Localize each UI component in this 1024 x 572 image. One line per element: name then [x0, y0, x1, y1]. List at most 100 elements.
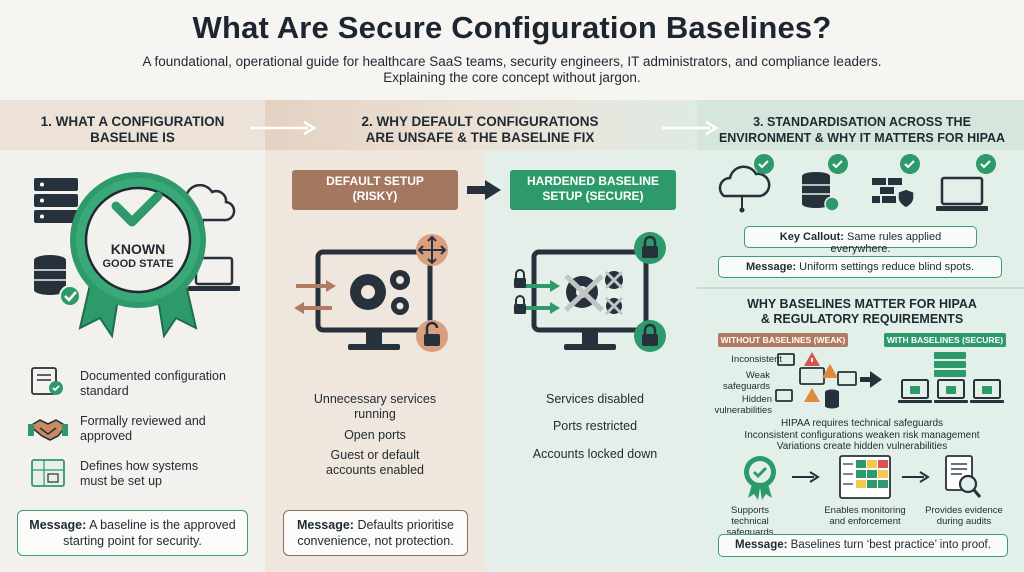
section-1-message: Message: A baseline is the approved star…: [17, 510, 248, 556]
open-network-icon: [416, 234, 448, 266]
list-item-line: Defines how systems: [80, 459, 199, 473]
section-3-title: 3. STANDARDISATION ACROSS THE ENVIRONMEN…: [712, 114, 1012, 146]
flow-step: Enables monitoring and enforcement: [822, 505, 908, 527]
badge-icon: [828, 154, 848, 174]
hardened-label-line: SETUP (SECURE): [542, 189, 644, 203]
list-item: Ports restricted: [552, 419, 638, 433]
monitor-icon: [775, 353, 857, 402]
message-text: Uniform settings reduce blind spots.: [796, 261, 975, 273]
badge-icon: [976, 154, 996, 174]
right-arrow-icon: [467, 180, 501, 200]
flow-step-line: Enables monitoring: [824, 505, 906, 516]
database-icon: [825, 389, 839, 409]
hipaa-point: HIPAA requires technical safeguards: [780, 418, 944, 429]
list-item: Services disabled: [546, 392, 644, 406]
hipaa-title-line: & REGULATORY REQUIREMENTS: [760, 312, 964, 326]
padlock-icon: [910, 386, 992, 394]
subtitle-line-1: A foundational, operational guide for he…: [142, 54, 882, 69]
badge-icon: [900, 154, 920, 174]
subtitle-line-2: Explaining the core concept without jarg…: [383, 70, 641, 85]
message-text: A baseline is the approved: [86, 518, 236, 532]
hipaa-title-line: WHY BASELINES MATTER FOR HIPAA: [747, 297, 977, 311]
section-1-title-line-2: BASELINE IS: [90, 130, 175, 145]
default-item-line: Guest or default: [330, 448, 420, 462]
list-item: Guest or default accounts enabled: [290, 448, 460, 478]
section-arrow-1-icon: [250, 120, 317, 136]
flow-step-line: during audits: [936, 516, 992, 527]
list-item: Formally reviewed and approved: [80, 414, 260, 444]
default-label-line: DEFAULT SETUP: [326, 174, 424, 188]
list-item: Accounts locked down: [532, 447, 658, 461]
message-label: Message:: [745, 261, 797, 273]
list-item-line: approved: [80, 429, 133, 443]
message-text: convenience, not protection.: [297, 534, 454, 548]
secure-environment-illustration: [898, 352, 1004, 403]
badge-icon: [754, 154, 774, 174]
flow-step-line: safeguards: [726, 527, 774, 538]
weak-label: Weak safeguards: [722, 370, 770, 392]
hardened-label-line: HARDENED BASELINE: [526, 174, 659, 188]
divider: [697, 287, 1024, 289]
hardened-setup-label: HARDENED BASELINE SETUP (SECURE): [510, 170, 676, 210]
message-text: Defaults prioritise: [353, 518, 455, 532]
weak-environment-illustration: [775, 352, 882, 409]
final-message: Message: Baselines turn ‘best practice’ …: [718, 534, 1008, 557]
server-rack-icon: [34, 178, 78, 223]
locked-padlock-icon: [634, 232, 666, 352]
weak-label: Hidden vulnerabilities: [714, 394, 772, 416]
monitor-icon: [315, 249, 433, 350]
default-label-line: (RISKY): [352, 189, 398, 203]
default-monitor-illustration: [294, 234, 448, 352]
laptop-icon: [936, 176, 988, 211]
hipaa-points: HIPAA requires technical safeguards Inco…: [712, 418, 1012, 453]
message-label: Message:: [735, 539, 788, 551]
right-arrow-icon: [860, 371, 882, 388]
flow-step-line: Supports technical: [730, 505, 770, 527]
right-arrow-icon: [792, 471, 820, 483]
audit-evidence-icon: [945, 455, 982, 498]
certificate-icon: [31, 367, 63, 395]
padlock-icon: [514, 269, 526, 314]
default-setup-label: DEFAULT SETUP (RISKY): [292, 170, 458, 210]
section-1-band: [0, 100, 265, 150]
section-2-title-line-2: ARE UNSAFE & THE BASELINE FIX: [365, 130, 595, 145]
default-item-line: Unnecessary services: [313, 392, 437, 406]
page-subtitle: A foundational, operational guide for he…: [100, 54, 924, 86]
list-item-line: must be set up: [80, 474, 162, 488]
section-3-title-line-2: ENVIRONMENT & WHY IT MATTERS FOR HIPAA: [718, 131, 1006, 145]
section-2-title-line-1: 2. WHY DEFAULT CONFIGURATIONS: [361, 114, 599, 129]
section-2-message: Message: Defaults prioritise convenience…: [283, 510, 468, 556]
callout-label: Key Callout:: [779, 231, 844, 243]
flow-step: Supports technical safeguards: [712, 505, 788, 538]
section-3-title-line-1: 3. STANDARDISATION ACROSS THE: [753, 115, 971, 129]
monitor-icon: [531, 249, 649, 350]
disabled-gears-icon: [564, 270, 624, 316]
section-1-title-line-1: 1. WHAT A CONFIGURATION: [40, 114, 225, 129]
badge-line-1: KNOWN: [110, 241, 166, 257]
list-item: Unnecessary services running: [290, 392, 460, 422]
hardened-monitor-illustration: [514, 232, 666, 352]
flow-step: Provides evidence during audits: [924, 505, 1004, 527]
known-good-state-badge: [70, 172, 206, 308]
unlocked-padlock-icon: [416, 320, 448, 352]
message-text: starting point for security.: [63, 534, 202, 548]
key-callout: Key Callout: Same rules applied everywhe…: [744, 226, 977, 255]
section-arrow-2-icon: [662, 120, 719, 136]
message-label: Message:: [29, 518, 87, 532]
warning-icon: [822, 364, 838, 378]
warning-icon: [804, 352, 820, 402]
database-icon: [34, 255, 81, 307]
list-item-line: Documented configuration: [80, 369, 226, 383]
with-baselines-label: WITH BASELINES (SECURE): [884, 333, 1006, 347]
hipaa-point: Variations create hidden vulnerabilities: [776, 441, 948, 452]
section-2-band: [265, 100, 697, 150]
baseline-illustration: [34, 172, 240, 339]
message-text: Baselines turn ‘best practice’ into proo…: [787, 539, 991, 551]
default-item-line: Open ports: [344, 428, 406, 442]
section-2-title: 2. WHY DEFAULT CONFIGURATIONS ARE UNSAFE…: [330, 114, 630, 146]
page-title: What Are Secure Configuration Baselines?: [192, 10, 832, 45]
handshake-icon: [28, 419, 68, 441]
data-flow-arrows-icon: [294, 280, 336, 314]
right-arrow-icon: [902, 471, 930, 483]
header: What Are Secure Configuration Baselines?…: [0, 0, 1024, 100]
